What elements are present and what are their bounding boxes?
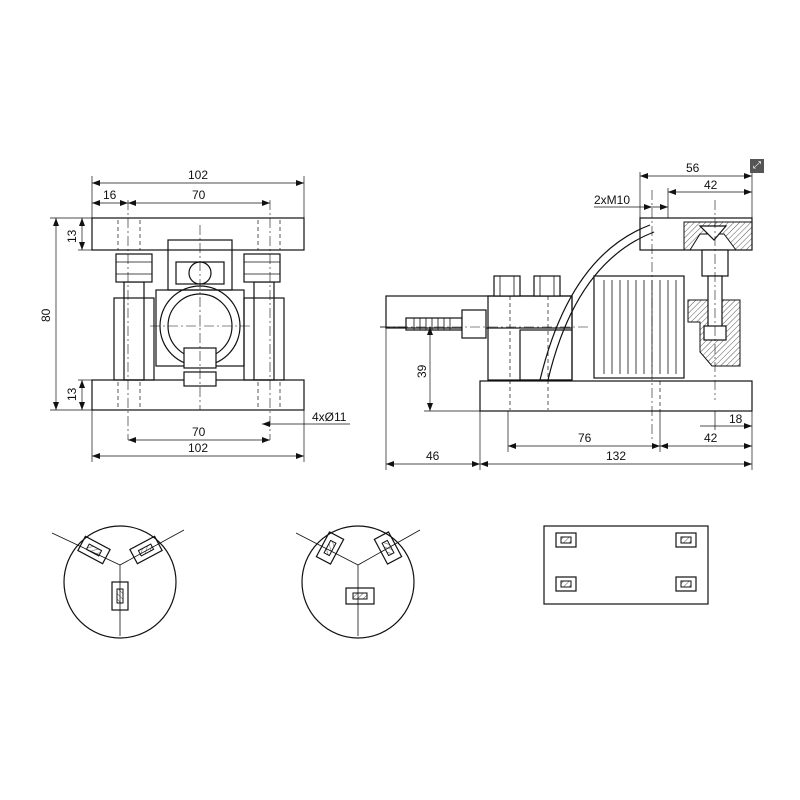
- dim-overall-bottom: 102: [188, 441, 208, 455]
- dim-bolt-spacing-bottom: 70: [192, 425, 206, 439]
- nut-left: [115, 253, 153, 283]
- layout-rectangle: [543, 525, 709, 605]
- side-view: 56 42 2xM10 39 18 76 42: [380, 161, 753, 470]
- guard-arc: [539, 224, 651, 381]
- nut-right: [243, 253, 281, 283]
- dim-76: 76: [578, 431, 592, 445]
- dim-42-bottom: 42: [704, 431, 718, 445]
- dim-holes: 4xØ11: [312, 410, 347, 424]
- side-base-plate: [479, 380, 753, 412]
- dim-top-42: 42: [704, 178, 718, 192]
- front-view: 102 16 70 80 13 13 4xØ11 70: [39, 168, 350, 462]
- dim-plate-top: 13: [65, 229, 79, 243]
- dim-height: 80: [39, 308, 53, 322]
- cell-bolt-2: [533, 275, 561, 297]
- layout-circle-1: [51, 525, 185, 639]
- dim-39: 39: [415, 364, 429, 378]
- layout-circle-2: [295, 525, 421, 639]
- dim-overall-top: 102: [188, 168, 208, 182]
- dim-46: 46: [426, 449, 440, 463]
- dim-18: 18: [729, 412, 743, 426]
- dim-bolt-spacing-top: 70: [192, 188, 206, 202]
- dim-top-56: 56: [686, 161, 700, 175]
- cell-bolt-1: [493, 275, 521, 297]
- dim-plate-bottom: 13: [65, 387, 79, 401]
- bellows: [603, 280, 677, 374]
- dim-offset: 16: [103, 188, 117, 202]
- top-plate: [91, 217, 305, 251]
- expand-icon[interactable]: ⤢: [750, 159, 764, 173]
- dim-thread: 2xM10: [594, 193, 630, 207]
- dim-132: 132: [606, 449, 626, 463]
- cable-gland: [461, 309, 487, 339]
